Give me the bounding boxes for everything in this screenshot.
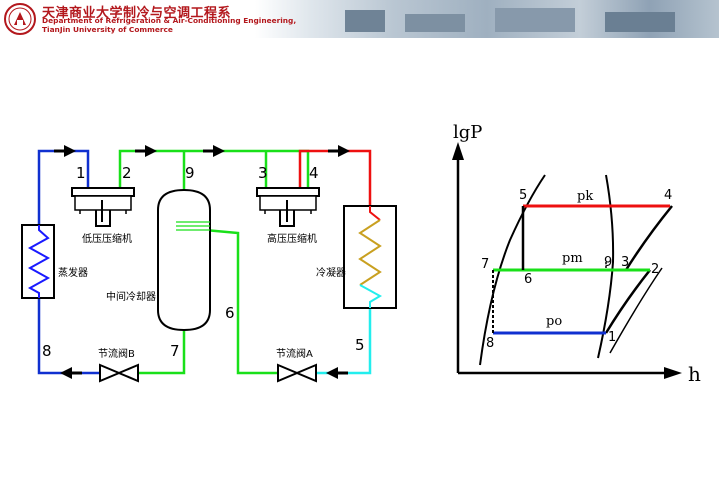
- university-name-cn: 天津商业大学制冷与空调工程系: [42, 6, 232, 21]
- valve-a-label: 节流阀A: [276, 347, 313, 360]
- pipe-low-compressor-to-intercooler: [118, 149, 310, 188]
- saturation-liquid-line: [479, 174, 546, 366]
- condenser: 冷凝器: [316, 205, 397, 309]
- schematic-point-2: 2: [122, 164, 132, 182]
- ph-point-8: 8: [486, 336, 494, 351]
- header-banner: 天津商业大学制冷与空调工程系 Department of Refrigerati…: [0, 0, 719, 38]
- x-axis-arrow: [664, 367, 682, 379]
- schematic-point-8: 8: [42, 342, 52, 360]
- schematic-point-5: 5: [355, 336, 365, 354]
- compression-line-1-2: [604, 269, 651, 334]
- condenser-coil-red: [369, 206, 381, 221]
- banner-photo: [255, 0, 719, 38]
- high-compressor-label: 高压压缩机: [267, 232, 317, 245]
- intercooler: 中间冷却器: [106, 188, 211, 332]
- intercooler-label: 中间冷却器: [106, 290, 156, 303]
- ph-point-5: 5: [519, 188, 527, 203]
- schematic-point-4: 4: [309, 164, 319, 182]
- valve-b-label: 节流阀B: [98, 347, 135, 360]
- condenser-label: 冷凝器: [316, 266, 346, 279]
- pm-label: pm: [562, 251, 583, 266]
- schematic-point-7: 7: [170, 342, 180, 360]
- compression-line-3-4: [624, 205, 673, 271]
- low-compressor-label: 低压压缩机: [82, 232, 132, 245]
- y-axis-arrow: [452, 142, 464, 160]
- pk-label: pk: [577, 189, 593, 204]
- x-axis-label: h: [688, 362, 701, 386]
- condenser-coil-cyan: [359, 284, 383, 308]
- schematic: 蒸发器 低压压缩机 高压压缩机 中间冷却器: [21, 145, 397, 383]
- ph-point-7: 7: [481, 257, 489, 272]
- po-label: po: [546, 314, 562, 329]
- pipe-intercooler-to-valve-b: [138, 330, 186, 375]
- ph-point-6: 6: [524, 272, 532, 287]
- ph-point-3: 3: [621, 255, 629, 270]
- y-axis-label: lgP: [453, 122, 482, 143]
- university-logo-icon: [4, 3, 36, 35]
- schematic-point-6: 6: [225, 304, 235, 322]
- ph-point-9: 9: [604, 255, 612, 270]
- evaporator: 蒸发器: [21, 224, 88, 299]
- ph-point-4: 4: [664, 188, 672, 203]
- schematic-point-9: 9: [185, 164, 195, 182]
- ph-diagram: lgP h pk pm po 5 4 7 6 9 3 2 8 1: [452, 122, 701, 386]
- schematic-point-3: 3: [258, 164, 268, 182]
- throttle-valve-a: 节流阀A: [276, 347, 317, 383]
- saturation-vapor-line: [597, 174, 615, 359]
- evaporator-label: 蒸发器: [58, 266, 88, 279]
- university-name-en: TianJin University of Commerce: [42, 25, 173, 34]
- department-name-en: Department of Refrigeration & Air-Condit…: [42, 16, 297, 25]
- evaporator-coil: [27, 225, 51, 298]
- schematic-point-1: 1: [76, 164, 86, 182]
- ph-point-1: 1: [608, 330, 616, 345]
- pipe-valve-b-to-evaporator: [37, 298, 100, 375]
- ph-point-2: 2: [651, 262, 659, 277]
- throttle-valve-b: 节流阀B: [98, 347, 139, 383]
- condenser-coil: [358, 219, 382, 286]
- high-pressure-compressor: 高压压缩机: [256, 187, 320, 245]
- isentrope-extra: [609, 267, 663, 354]
- low-pressure-compressor: 低压压缩机: [71, 187, 135, 245]
